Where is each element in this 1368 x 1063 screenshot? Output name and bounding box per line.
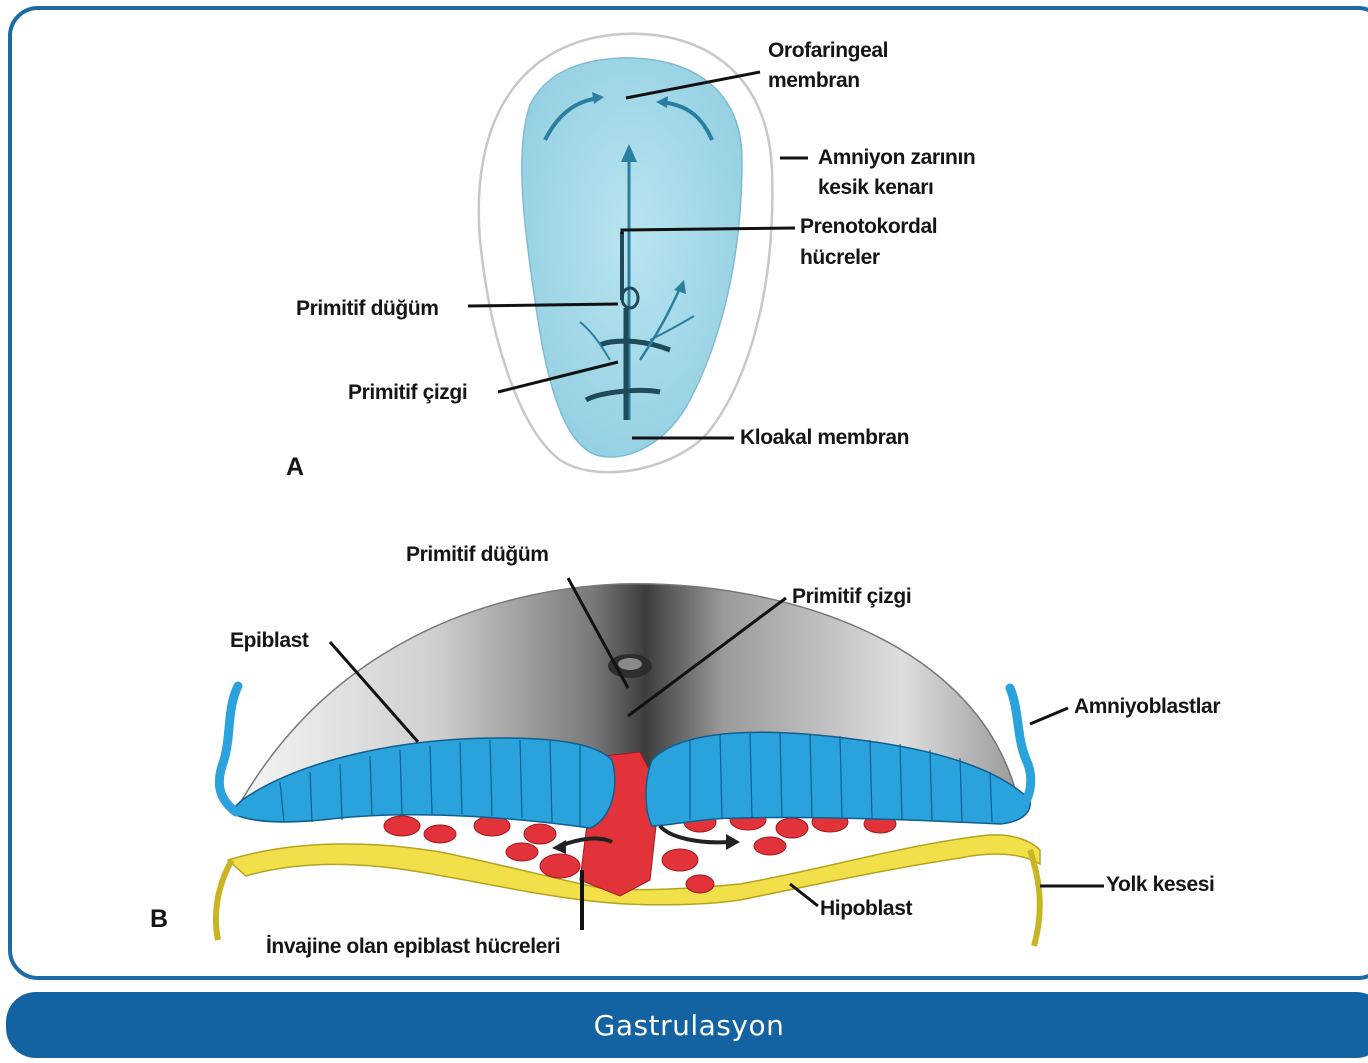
- label-primitif-cizgi-b: Primitif çizgi: [792, 582, 911, 612]
- label-prenotokordal-line2: hücreler: [800, 243, 880, 273]
- caption-bar: Gastrulasyon: [6, 992, 1368, 1058]
- label-amniyon-line2: kesik kenarı: [818, 173, 933, 203]
- label-prenotokordal-line1: Prenotokordal: [800, 212, 937, 242]
- label-orofaringeal-line2: membran: [768, 66, 860, 96]
- label-hipoblast: Hipoblast: [820, 894, 912, 924]
- panel-b-drawing: [216, 578, 1104, 946]
- label-amniyon-line1: Amniyon zarının: [818, 143, 975, 173]
- label-yolk-kesesi: Yolk kesesi: [1106, 870, 1214, 900]
- panel-b-letter: B: [150, 904, 168, 934]
- label-epiblast: Epiblast: [230, 626, 308, 656]
- panel-a-letter: A: [286, 452, 304, 482]
- label-primitif-dugum-a: Primitif düğüm: [296, 294, 439, 324]
- amnioblast-left: [219, 686, 238, 812]
- label-kloakal-membran: Kloakal membran: [740, 423, 909, 453]
- figure-caption: Gastrulasyon: [594, 1009, 785, 1042]
- gastrulation-diagram: [0, 0, 1368, 985]
- label-primitif-cizgi-a: Primitif çizgi: [348, 378, 467, 408]
- label-amniyoblastlar: Amniyoblastlar: [1074, 692, 1220, 722]
- label-invajine-epiblast: İnvajine olan epiblast hücreleri: [266, 932, 560, 962]
- label-orofaringeal-line1: Orofaringeal: [768, 36, 888, 66]
- label-primitif-dugum-b: Primitif düğüm: [406, 540, 549, 570]
- panel-a-drawing: [468, 34, 808, 473]
